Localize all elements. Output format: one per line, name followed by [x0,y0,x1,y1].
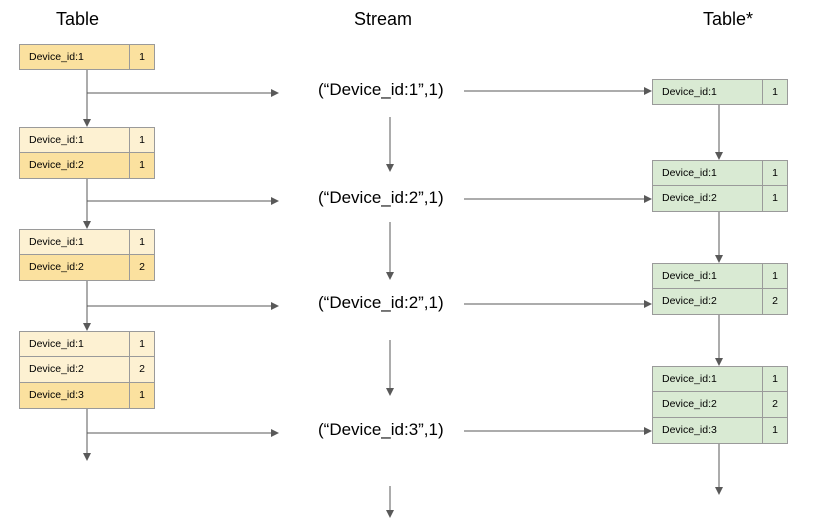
stream-record: (“Device_id:1”,1) [318,80,444,99]
row-value: 1 [772,373,778,385]
row-key: Device_id:2 [20,255,130,280]
stream-record: (“Device_id:3”,1) [318,420,444,439]
row-key: Device_id:2 [20,153,130,178]
table-row: Device_id:2 2 [652,392,788,418]
table-row: Device_id:3 1 [19,383,155,409]
row-value: 1 [139,389,145,401]
row-value: 2 [772,295,778,307]
table-row: Device_id:1 1 [652,366,788,392]
row-value: 1 [139,134,145,146]
row-key: Device_id:1 [20,128,130,152]
row-value: 1 [772,167,778,179]
table-row: Device_id:2 2 [652,289,788,315]
row-key: Device_id:2 [653,186,763,211]
row-key: Device_id:3 [20,383,130,408]
table-row: Device_id:2 1 [19,153,155,179]
row-value: 2 [772,398,778,410]
row-key: Device_id:2 [20,357,130,382]
row-key: Device_id:1 [20,332,130,356]
table-row: Device_id:2 2 [19,255,155,281]
row-key: Device_id:1 [20,230,130,254]
row-value: 1 [139,159,145,171]
row-value: 1 [772,270,778,282]
table-row: Device_id:1 1 [19,229,155,255]
row-value: 1 [139,51,145,63]
table-row: Device_id:1 1 [652,263,788,289]
row-key: Device_id:1 [653,264,763,288]
row-value: 2 [139,261,145,273]
table-row: Device_id:1 1 [652,160,788,186]
row-value: 1 [772,424,778,436]
row-value: 1 [772,192,778,204]
row-key: Device_id:2 [653,289,763,314]
stream-record: (“Device_id:2”,1) [318,188,444,207]
table-column-header: Table [56,9,100,29]
table-star-column-header: Table* [703,9,754,29]
row-value: 2 [139,363,145,375]
row-key: Device_id:1 [653,367,763,391]
row-key: Device_id:3 [653,418,763,443]
row-value: 1 [772,86,778,98]
table-row: Device_id:1 1 [19,127,155,153]
row-key: Device_id:2 [653,392,763,417]
table-row: Device_id:1 1 [19,331,155,357]
row-value: 1 [139,338,145,350]
table-row: Device_id:2 2 [19,357,155,383]
stream-record: (“Device_id:2”,1) [318,293,444,312]
table-row: Device_id:2 1 [652,186,788,212]
row-key: Device_id:1 [20,45,130,69]
table-row: Device_id:1 1 [652,79,788,105]
row-value: 1 [139,236,145,248]
table-row: Device_id:3 1 [652,418,788,444]
row-key: Device_id:1 [653,161,763,185]
row-key: Device_id:1 [653,80,763,104]
table-row: Device_id:1 1 [19,44,155,70]
stream-column-header: Stream [354,9,413,29]
